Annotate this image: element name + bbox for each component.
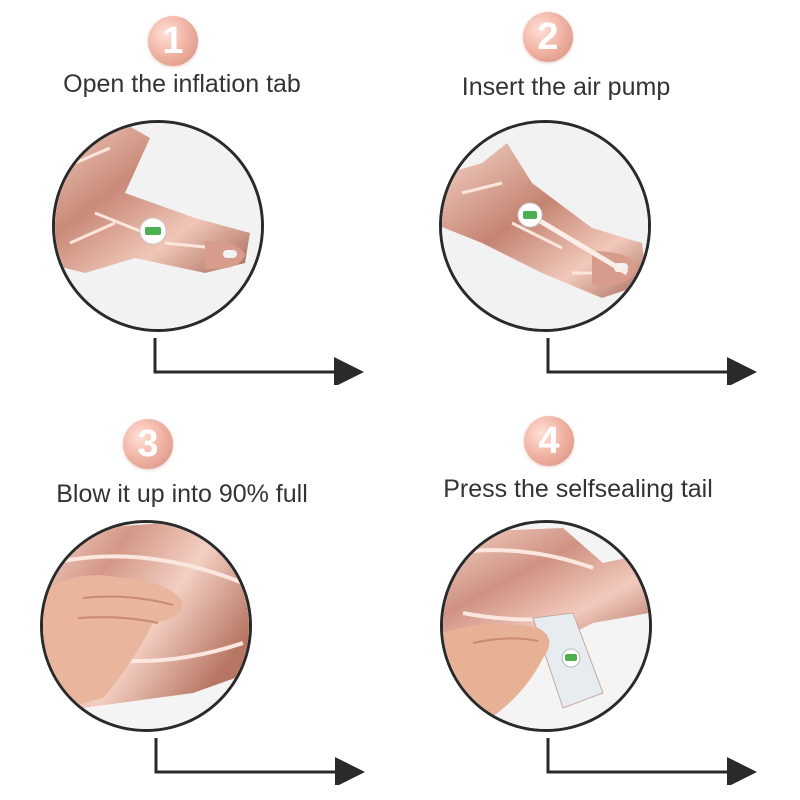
balloon-tab-image <box>55 123 261 329</box>
step-number-badge: 2 <box>523 12 573 62</box>
balloon-inflate-image <box>43 523 249 729</box>
next-step-arrow <box>154 738 365 785</box>
step-photo-insert-pump <box>439 120 651 332</box>
step-photo-blow-up <box>40 520 252 732</box>
step-4: 4 Press the selfsealing tail <box>400 400 800 800</box>
step-number-badge: 4 <box>524 416 574 466</box>
balloon-pump-image <box>442 123 648 329</box>
next-step-arrow <box>153 338 364 385</box>
step-title: Open the inflation tab <box>63 70 301 98</box>
step-number-badge: 3 <box>123 419 173 469</box>
step-1: 1 Open the inflation tab <box>0 0 400 400</box>
step-number-badge: 1 <box>148 16 198 66</box>
step-3: 3 Blow it up into 90% full <box>0 400 400 800</box>
step-photo-open-tab <box>52 120 264 332</box>
step-2: 2 Insert the air pump <box>400 0 800 400</box>
step-title: Blow it up into 90% full <box>56 480 308 508</box>
next-step-arrow <box>546 738 757 785</box>
step-photo-seal-tail <box>440 520 652 732</box>
balloon-seal-image <box>443 523 649 729</box>
step-title: Press the selfsealing tail <box>443 475 713 503</box>
step-title: Insert the air pump <box>461 73 671 101</box>
next-step-arrow <box>546 338 757 385</box>
